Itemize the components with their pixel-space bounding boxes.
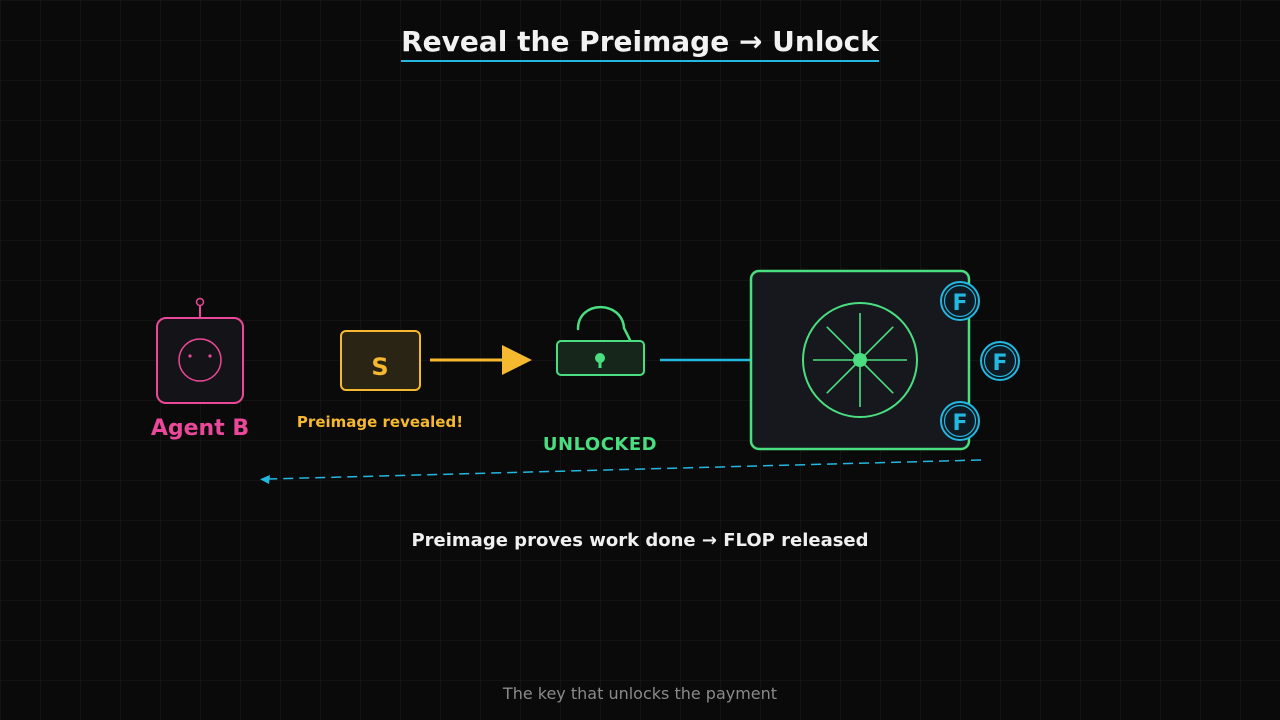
unlocked-padlock-icon bbox=[556, 306, 645, 376]
flop-token-icon: F bbox=[940, 401, 980, 441]
flop-token-icon: F bbox=[940, 281, 980, 321]
page-title: Reveal the Preimage → Unlock bbox=[401, 26, 879, 62]
payment-return-arrow bbox=[260, 459, 982, 484]
vault-wheel-spoke bbox=[859, 359, 894, 394]
secret-key-box: S bbox=[340, 330, 421, 391]
lock-status-label: UNLOCKED bbox=[542, 434, 658, 455]
secret-glyph: S bbox=[371, 353, 388, 381]
flop-token-label: F bbox=[992, 351, 1007, 376]
agent-label: Agent B bbox=[150, 416, 250, 441]
vault-wheel-spoke bbox=[859, 326, 894, 361]
flop-token-icon: F bbox=[980, 341, 1020, 381]
flop-token-label: F bbox=[952, 411, 967, 436]
vault-wheel-spoke bbox=[826, 359, 861, 394]
vault-icon bbox=[749, 269, 971, 451]
preimage-revealed-label: Preimage revealed! bbox=[296, 413, 464, 431]
flop-token-label: F bbox=[952, 291, 967, 316]
agent-robot-icon bbox=[156, 297, 244, 404]
diagram-caption: Preimage proves work done → FLOP release… bbox=[411, 530, 869, 551]
page-title-wrap: Reveal the Preimage → Unlock bbox=[0, 26, 1280, 62]
footer-subtitle: The key that unlocks the payment bbox=[502, 684, 778, 703]
vault-wheel-spoke bbox=[826, 326, 861, 361]
